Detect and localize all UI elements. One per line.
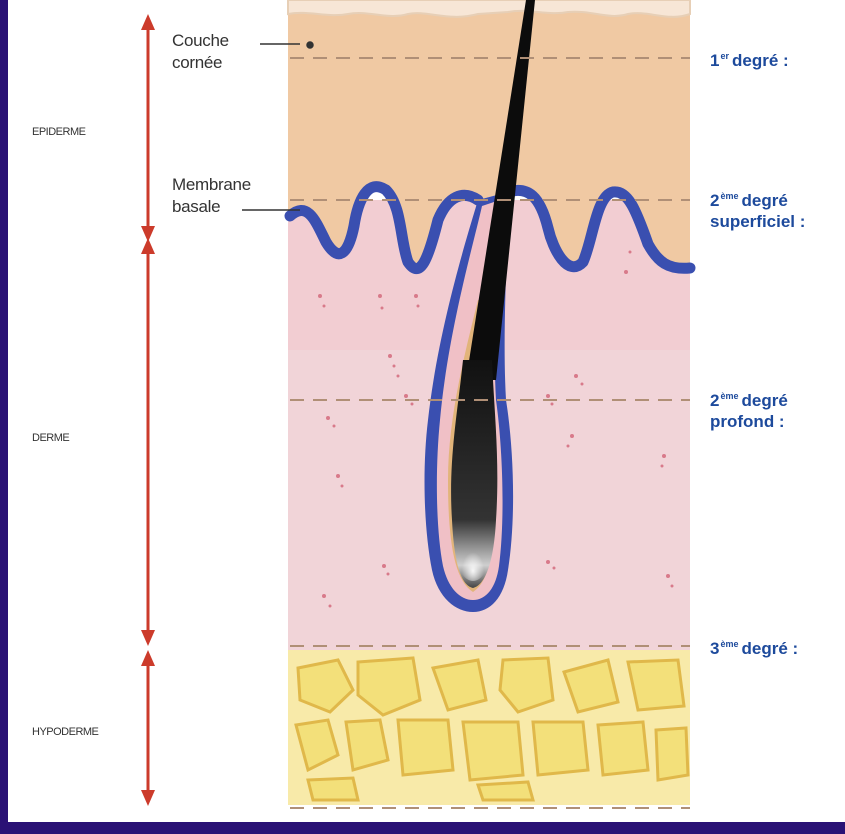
degree-3: 3èmedegré : bbox=[710, 634, 798, 659]
degree-2s-num: 2 bbox=[710, 191, 719, 210]
degree-1-sup: er bbox=[720, 51, 729, 61]
couche-cornee-label: Couche cornée bbox=[172, 30, 229, 74]
degree-1: 1erdegré : bbox=[710, 46, 789, 71]
degree-1-text: degré : bbox=[732, 51, 789, 70]
degree-2p-sup: ème bbox=[720, 391, 738, 401]
degree-2-profond: 2èmedegré profond : bbox=[710, 386, 788, 432]
derme-label: DERME bbox=[32, 432, 69, 444]
degree-3-sup: ème bbox=[720, 639, 738, 649]
degree-2p-line2: profond : bbox=[710, 411, 788, 432]
couche-line2: cornée bbox=[172, 52, 229, 74]
membrane-line1: Membrane bbox=[172, 174, 251, 196]
membrane-line2: basale bbox=[172, 196, 251, 218]
degree-2-superficiel: 2èmedegré superficiel : bbox=[710, 186, 805, 232]
epiderme-label: EPIDERME bbox=[32, 126, 85, 138]
degree-2s-line1: degré bbox=[741, 191, 787, 210]
hair-bulb-shine bbox=[457, 529, 489, 581]
couche-line1: Couche bbox=[172, 30, 229, 52]
degree-1-num: 1 bbox=[710, 51, 719, 70]
degree-3-num: 3 bbox=[710, 639, 719, 658]
degree-2s-line2: superficiel : bbox=[710, 211, 805, 232]
degree-2p-line1: degré bbox=[741, 391, 787, 410]
hypoderme-label: HYPODERME bbox=[32, 726, 98, 738]
degree-3-text: degré : bbox=[741, 639, 798, 658]
layer-arrows bbox=[141, 14, 155, 806]
degree-2p-num: 2 bbox=[710, 391, 719, 410]
diagram-panel: EPIDERME DERME HYPODERME Couche cornée M… bbox=[8, 0, 845, 822]
degree-2s-sup: ème bbox=[720, 191, 738, 201]
membrane-basale-label: Membrane basale bbox=[172, 174, 251, 218]
